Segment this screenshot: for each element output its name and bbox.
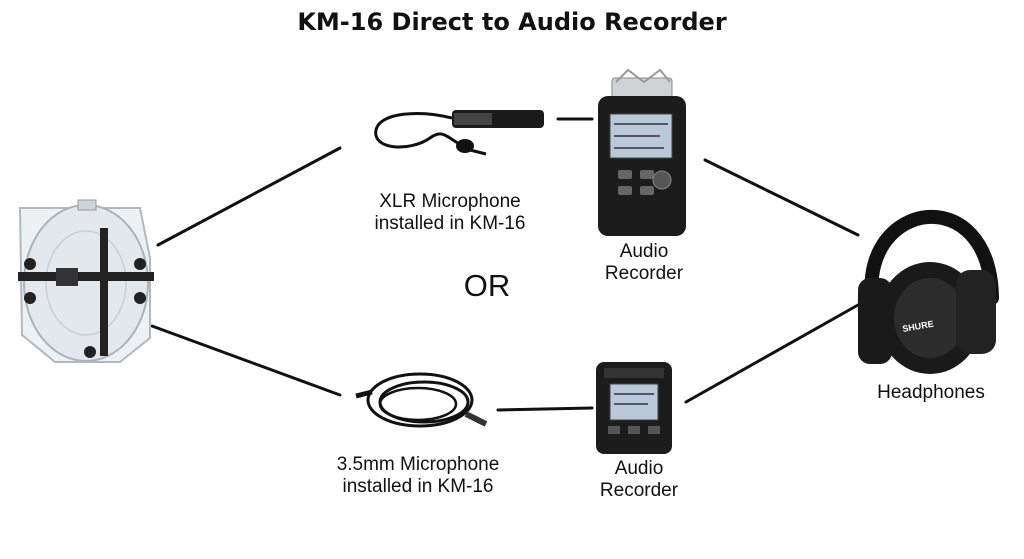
xlr-microphone-label-line2: installed in KM-16 — [374, 213, 526, 234]
connector-dish-to-35mm — [150, 324, 342, 397]
recorder-top-label-line1: Audio — [619, 241, 669, 262]
connector-recorder-to-headphones-top — [703, 158, 860, 237]
recorder-bottom-image — [596, 362, 672, 454]
xlr-microphone-image — [374, 110, 544, 156]
mic-35mm-label-line1: 3.5mm Microphone — [336, 454, 500, 475]
connector-35mm-to-recorder — [496, 406, 594, 412]
mic-35mm-label-line2: installed in KM-16 — [342, 476, 494, 497]
connectors — [150, 117, 860, 412]
connector-recorder-to-headphones-bottom — [684, 303, 860, 404]
diagram-title: KM-16 Direct to Audio Recorder — [297, 8, 727, 36]
headphones-image: SHURE — [858, 209, 999, 374]
headphones-label: Headphones — [877, 382, 985, 403]
mic-35mm-label: 3.5mm Microphone installed in KM-16 — [308, 454, 528, 498]
xlr-microphone-label: XLR Microphone installed in KM-16 — [340, 191, 560, 235]
recorder-top-label: Audio Recorder — [585, 241, 703, 285]
recorder-top-label-line2: Recorder — [604, 263, 684, 284]
recorder-bottom-label: Audio Recorder — [580, 458, 698, 502]
km16-dish-image — [18, 199, 154, 363]
xlr-microphone-label-line1: XLR Microphone — [379, 191, 521, 212]
recorder-bottom-label-line2: Recorder — [599, 480, 679, 501]
recorder-bottom-label-line1: Audio — [614, 458, 664, 479]
or-separator: OR — [463, 268, 511, 303]
recorder-top-image — [598, 68, 686, 236]
mic-35mm-image — [355, 372, 488, 428]
connector-dish-to-xlr — [156, 146, 342, 247]
